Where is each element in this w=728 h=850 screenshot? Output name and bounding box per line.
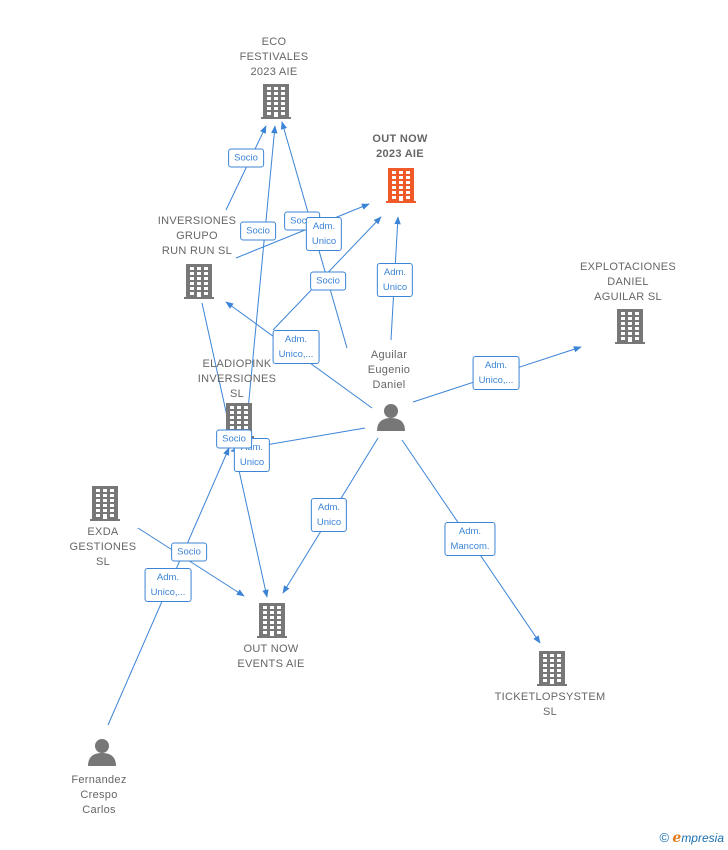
edge-label[interactable]: Adm. Unico <box>310 498 348 532</box>
edge-label[interactable]: Socio <box>310 271 346 291</box>
edge-label[interactable]: Adm. Unico <box>376 263 414 297</box>
brand-logo-text: mpresia <box>681 831 724 845</box>
person-icon[interactable] <box>88 739 116 766</box>
edge-label[interactable]: Adm. Unico <box>305 217 343 251</box>
building-icon[interactable] <box>615 309 645 344</box>
edge-label[interactable]: Adm. Mancom. <box>444 522 496 556</box>
person-node-label[interactable]: Aguilar Eugenio Daniel <box>367 349 411 391</box>
edge-label[interactable]: Adm. Unico,... <box>472 356 520 390</box>
edge-line <box>235 203 370 259</box>
building-icon[interactable] <box>90 486 120 521</box>
building-icon[interactable] <box>261 84 291 119</box>
company-node-label[interactable]: TICKETLOPSYSTEM SL <box>494 691 606 718</box>
edge-label[interactable]: Socio <box>216 429 252 449</box>
brand-watermark: © empresia <box>659 830 724 846</box>
edge-label[interactable]: Socio <box>228 148 264 168</box>
edge-label[interactable]: Adm. Unico,... <box>272 330 320 364</box>
edge-label[interactable]: Adm. Unico,... <box>144 568 192 602</box>
copyright-symbol: © <box>659 830 670 845</box>
company-node-label[interactable]: ELADIOPINK INVERSIONES SL <box>197 358 277 400</box>
company-node-label[interactable]: OUT NOW 2023 AIE <box>372 133 428 160</box>
building-icon[interactable] <box>537 651 567 686</box>
building-icon[interactable] <box>386 168 416 203</box>
person-node-label[interactable]: Fernandez Crespo Carlos <box>71 774 127 816</box>
company-node-label[interactable]: EXPLOTACIONES DANIEL AGUILAR SL <box>580 261 676 303</box>
edge-label[interactable]: Socio <box>171 542 207 562</box>
edge-label[interactable]: Socio <box>240 221 276 241</box>
brand-logo-e: e <box>672 830 682 846</box>
building-icon[interactable] <box>184 264 214 299</box>
company-node-label[interactable]: INVERSIONES GRUPO RUN RUN SL <box>157 215 237 257</box>
building-icon[interactable] <box>257 603 287 638</box>
company-node-label[interactable]: ECO FESTIVALES 2023 AIE <box>239 36 309 78</box>
company-node-label[interactable]: OUT NOW EVENTS AIE <box>237 643 305 670</box>
edge-line <box>137 527 245 597</box>
person-icon[interactable] <box>377 404 405 431</box>
company-node-label[interactable]: EXDA GESTIONES SL <box>69 526 137 568</box>
edge-line <box>247 125 278 411</box>
edge-line <box>225 125 267 211</box>
